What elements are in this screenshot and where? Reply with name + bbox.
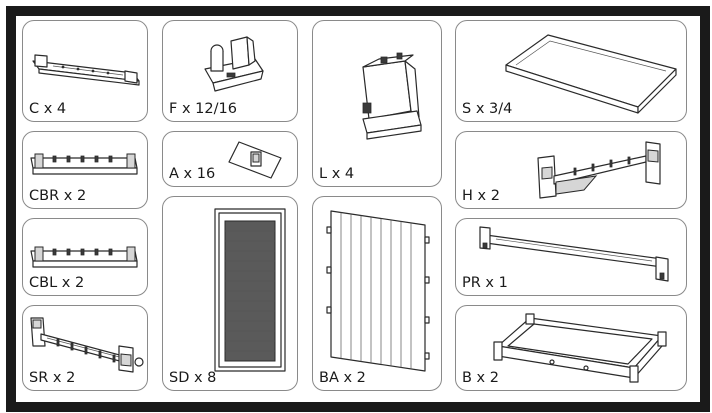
part-sd: SD x 8: [162, 196, 298, 391]
part-c-drawing: [32, 54, 140, 86]
part-sr-label: SR x 2: [29, 370, 76, 386]
part-s-label: S x 3/4: [462, 101, 513, 117]
part-ba-drawing: [326, 210, 430, 372]
part-cbl-label: CBL x 2: [29, 275, 85, 291]
part-ba: BA x 2: [312, 196, 442, 391]
part-c: C x 4: [22, 20, 148, 122]
part-l-label: L x 4: [319, 166, 355, 182]
part-cbr: CBR x 2: [22, 131, 148, 209]
part-f: F x 12/16: [162, 20, 298, 122]
part-cbl-drawing: [30, 246, 138, 268]
part-sr: SR x 2: [22, 305, 148, 391]
part-sd-drawing: [214, 208, 286, 372]
part-h: H x 2: [455, 131, 687, 209]
part-l-drawing: [362, 52, 422, 140]
part-f-drawing: [204, 36, 264, 92]
part-l: L x 4: [312, 20, 442, 187]
part-b-label: B x 2: [462, 370, 499, 386]
part-c-label: C x 4: [29, 101, 67, 117]
part-sd-label: SD x 8: [169, 370, 217, 386]
part-s: S x 3/4: [455, 20, 687, 122]
part-sr-drawing: [30, 317, 144, 373]
part-b-drawing: [493, 313, 667, 383]
part-cbl: CBL x 2: [22, 218, 148, 296]
part-b: B x 2: [455, 305, 687, 391]
part-pr-label: PR x 1: [462, 275, 508, 291]
part-a-drawing: [228, 141, 282, 179]
part-pr-drawing: [479, 226, 669, 282]
part-cbr-label: CBR x 2: [29, 188, 87, 204]
part-ba-label: BA x 2: [319, 370, 366, 386]
part-a: A x 16: [162, 131, 298, 187]
part-h-drawing: [537, 141, 661, 199]
part-pr: PR x 1: [455, 218, 687, 296]
part-s-drawing: [505, 34, 677, 114]
part-cbr-drawing: [30, 153, 138, 175]
part-h-label: H x 2: [462, 188, 500, 204]
part-f-label: F x 12/16: [169, 101, 237, 117]
part-a-label: A x 16: [169, 166, 216, 182]
